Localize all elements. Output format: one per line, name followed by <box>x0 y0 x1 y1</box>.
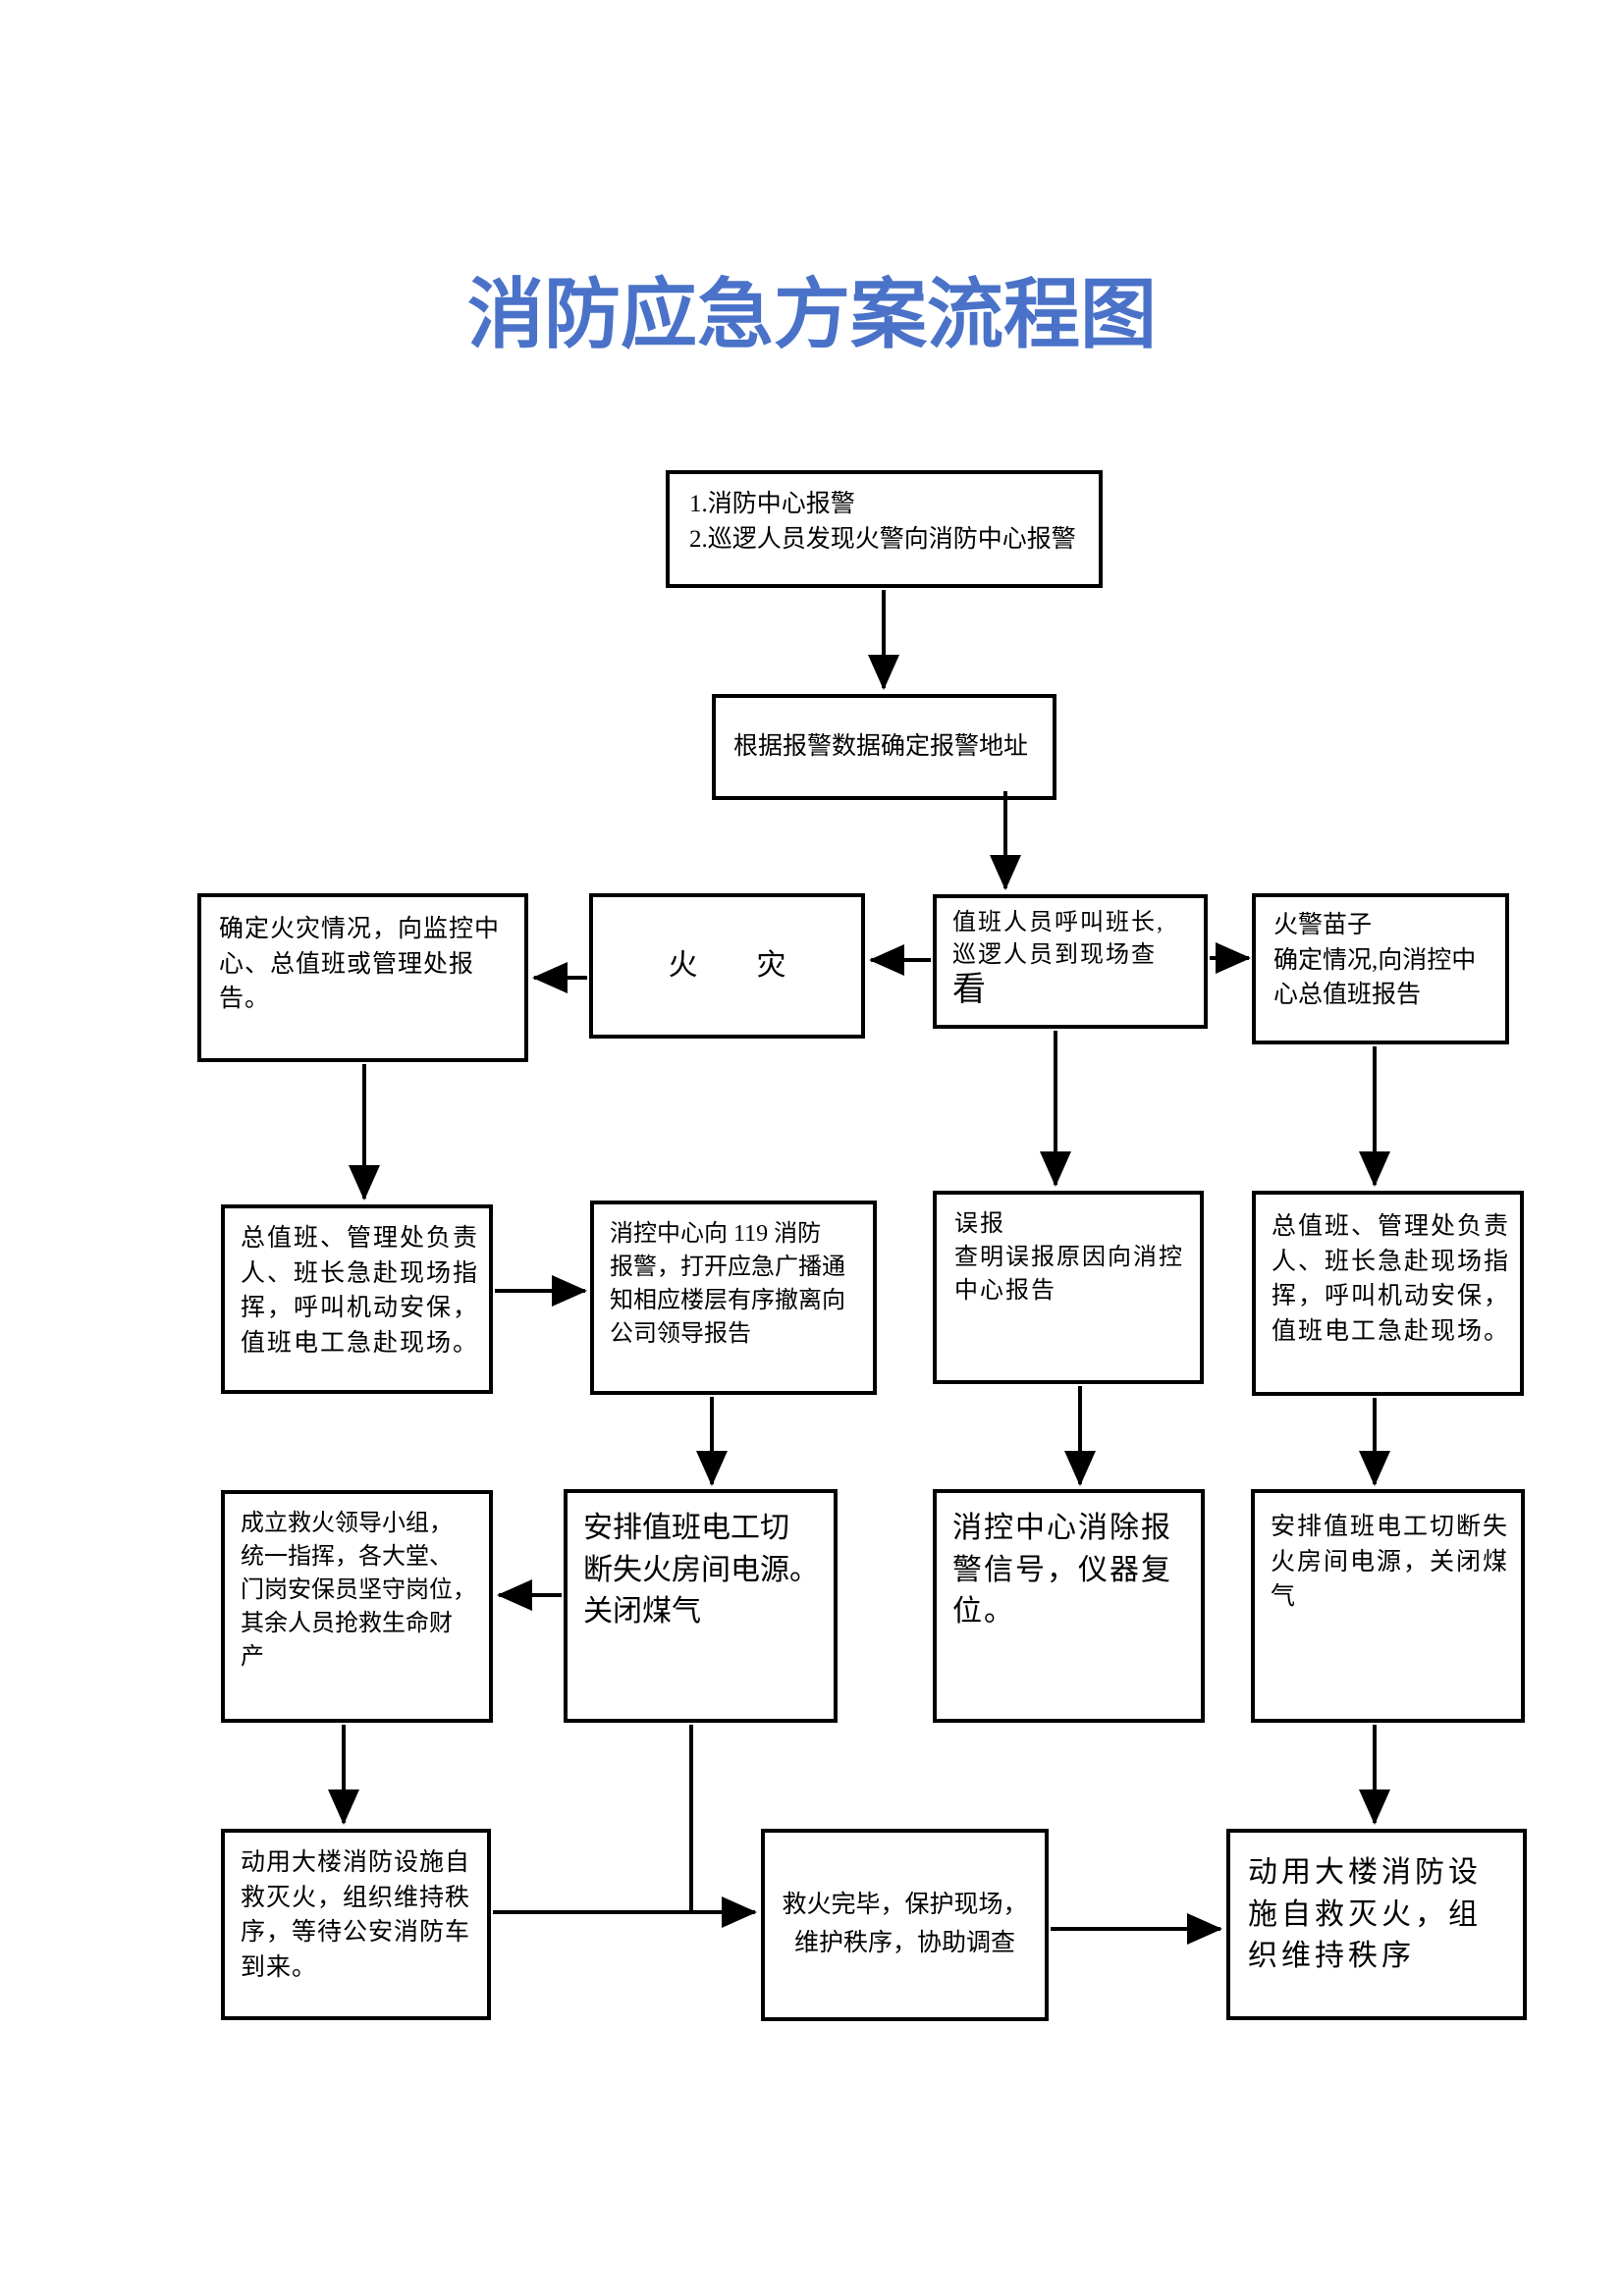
flow-box-self-rescue-right: 动用大楼消防设 施自救灭火，组 织维持秩序 <box>1226 1829 1527 2020</box>
flow-box-clear-alarm: 消控中心消除报 警信号，仪器复 位。 <box>933 1489 1205 1723</box>
flow-box-alarm-report-text: 1.消防中心报警 2.巡逻人员发现火警向消防中心报警 <box>689 491 1076 553</box>
flow-box-self-rescue-left-text: 动用大楼消防设施自 救灭火，组织维持秩 序，等待公安消防车 到来。 <box>241 1849 471 1981</box>
flow-box-duty-call: 值班人员呼叫班长, 巡逻人员到现场查 看 <box>933 894 1208 1029</box>
flow-box-chief-rush-right: 总值班、管理处负责 人、班长急赴现场指 挥，呼叫机动安保， 值班电工急赴现场。 <box>1252 1191 1524 1396</box>
flow-box-fire-text: 火 灾 <box>668 948 786 982</box>
flow-box-confirm-fire-report-text: 确定火灾情况，向监控中 心、总值班或管理处报告。 <box>219 916 501 1012</box>
flow-box-chief-rush-right-text: 总值班、管理处负责 人、班长急赴现场指 挥，呼叫机动安保， 值班电工急赴现场。 <box>1272 1213 1511 1345</box>
flow-box-self-rescue-left: 动用大楼消防设施自 救灭火，组织维持秩 序，等待公安消防车 到来。 <box>221 1829 491 2020</box>
flow-box-false-alarm: 误报 查明误报原因向消控 中心报告 <box>933 1191 1204 1384</box>
flow-box-duty-call-text2: 看 <box>952 972 986 1009</box>
flow-box-call-119-text: 消控中心向 119 消防 报警，打开应急广播通 知相应楼层有序撤离向 公司领导报… <box>610 1221 845 1348</box>
flow-box-confirm-address-text: 根据报警数据确定报警地址 <box>733 733 1029 761</box>
flow-box-chief-rush-left-text: 总值班、管理处负责 人、班长急赴现场指 挥，呼叫机动安保， 值班电工急赴现场。 <box>241 1225 480 1357</box>
flow-box-cut-power-right: 安排值班电工切断失 火房间电源，关闭煤 气 <box>1251 1489 1525 1723</box>
flow-box-fire-sign-text: 火警苗子 确定情况,向消控中 心总值班报告 <box>1273 912 1477 1008</box>
flow-box-cut-power-left-text: 安排值班电工切 断失火房间电源。 关闭煤气 <box>583 1512 819 1629</box>
page-title: 消防应急方案流程图 <box>466 271 1157 357</box>
flow-box-cut-power-right-text: 安排值班电工切断失 火房间电源，关闭煤 气 <box>1271 1514 1510 1610</box>
flow-box-rescue-group: 成立救火领导小组， 统一指挥，各大堂、 门岗安保员坚守岗位， 其余人员抢救生命财… <box>221 1490 493 1723</box>
flow-box-false-alarm-text: 误报 查明误报原因向消控 中心报告 <box>954 1211 1184 1305</box>
flow-box-confirm-address: 根据报警数据确定报警地址 <box>712 694 1056 800</box>
flow-box-fire-out: 救火完毕，保护现场， 维护秩序，协助调查 <box>761 1829 1049 2021</box>
flow-box-rescue-group-text: 成立救火领导小组， 统一指挥，各大堂、 门岗安保员坚守岗位， 其余人员抢救生命财… <box>241 1511 476 1671</box>
flow-box-cut-power-left: 安排值班电工切 断失火房间电源。 关闭煤气 <box>564 1489 838 1723</box>
flow-box-duty-call-text: 值班人员呼叫班长, 巡逻人员到现场查 <box>952 910 1164 969</box>
flow-box-fire: 火 灾 <box>589 893 865 1039</box>
flow-box-chief-rush-left: 总值班、管理处负责 人、班长急赴现场指 挥，呼叫机动安保， 值班电工急赴现场。 <box>221 1204 493 1394</box>
flow-box-alarm-report: 1.消防中心报警 2.巡逻人员发现火警向消防中心报警 <box>666 470 1103 588</box>
flow-box-clear-alarm-text: 消控中心消除报 警信号，仪器复 位。 <box>952 1512 1172 1629</box>
flow-box-call-119: 消控中心向 119 消防 报警，打开应急广播通 知相应楼层有序撤离向 公司领导报… <box>590 1201 877 1395</box>
flow-box-confirm-fire-report: 确定火灾情况，向监控中 心、总值班或管理处报告。 <box>197 893 528 1062</box>
flow-box-fire-out-text: 救火完毕，保护现场， 维护秩序，协助调查 <box>782 1892 1028 1956</box>
flow-box-fire-sign: 火警苗子 确定情况,向消控中 心总值班报告 <box>1252 893 1509 1044</box>
flow-box-self-rescue-right-text: 动用大楼消防设 施自救灭火，组 织维持秩序 <box>1248 1856 1482 1973</box>
